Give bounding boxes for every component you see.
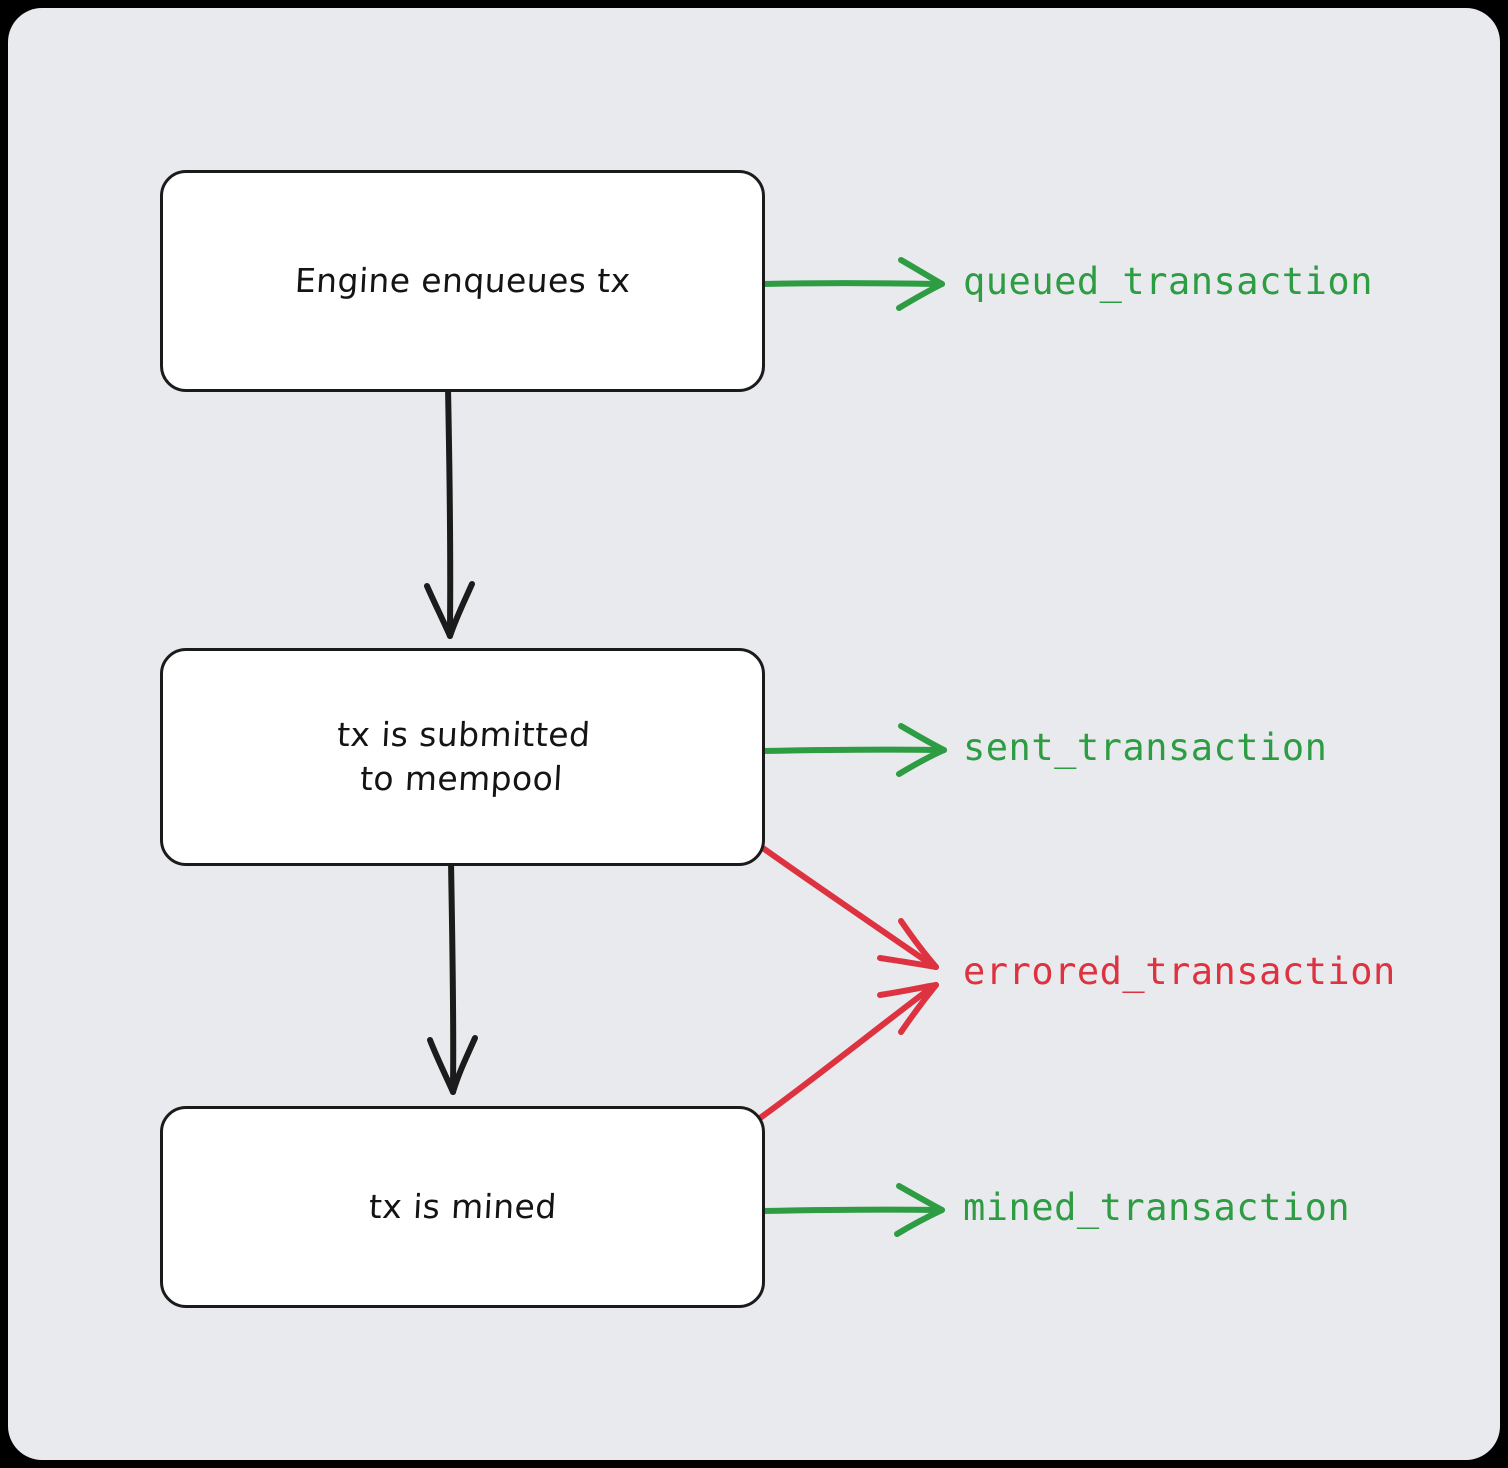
event-label-queued-transaction: queued_transaction (963, 260, 1373, 303)
node-tx-submitted-to-mempool[interactable]: tx is submitted to mempool (160, 648, 765, 866)
edge-mined-to-errored (757, 982, 939, 1121)
node-label: tx is mined (367, 1187, 558, 1227)
node-label: tx is submitted to mempool (335, 715, 592, 798)
diagram-canvas: Engine enqueues tx tx is submitted to me… (8, 8, 1500, 1460)
edge-mined-to-mined-event (759, 1183, 945, 1237)
node-engine-enqueues-tx[interactable]: Engine enqueues tx (160, 170, 765, 392)
edge-submit-to-sent (759, 723, 947, 777)
edge-enqueue-to-queued (757, 257, 945, 311)
node-label: Engine enqueues tx (293, 261, 632, 301)
edge-enqueue-to-submit (424, 383, 475, 639)
node-tx-is-mined[interactable]: tx is mined (160, 1106, 765, 1308)
event-label-errored-transaction: errored_transaction (963, 950, 1396, 993)
event-label-mined-transaction: mined_transaction (963, 1186, 1351, 1229)
event-label-sent-transaction: sent_transaction (963, 726, 1328, 769)
edge-submit-to-mined (427, 857, 478, 1095)
edge-submit-to-errored (757, 843, 939, 970)
